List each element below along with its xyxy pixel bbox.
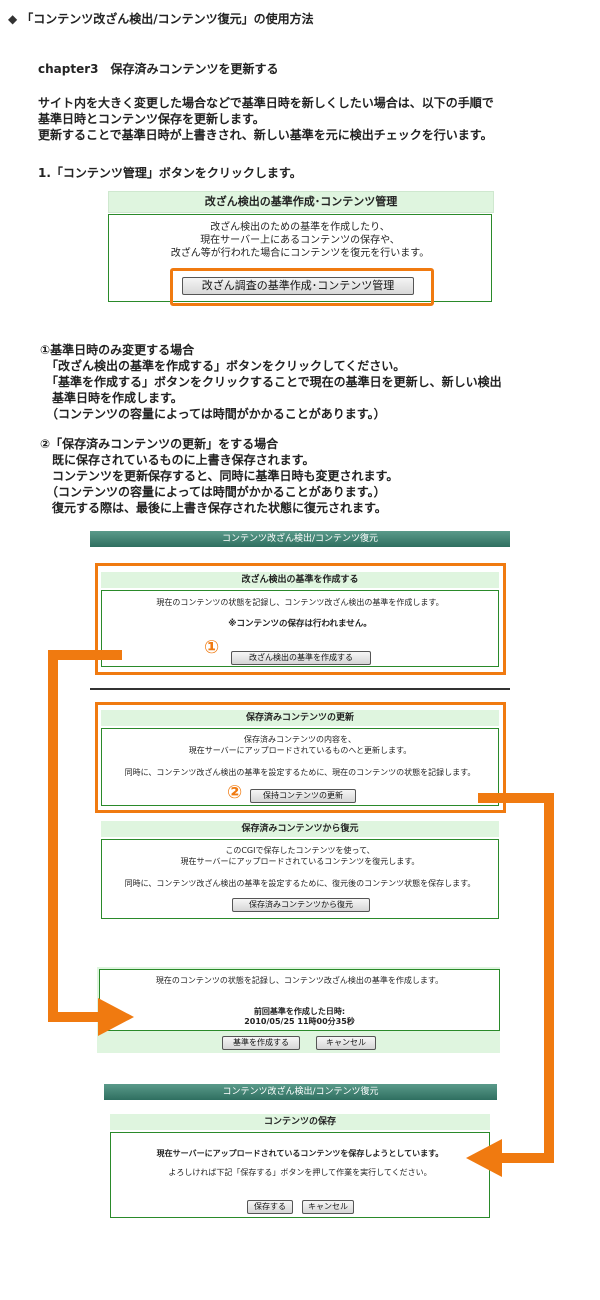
save-content-instruction: よろしければ下記「保存する」ボタンを押して作業を実行してください。 <box>168 1168 432 1177</box>
cancel-button[interactable]: キャンセル <box>316 1036 376 1050</box>
option1-line: 基準日時を作成します。 <box>40 391 183 405</box>
page-title-text: 「コンテンツ改ざん検出/コンテンツ復元」の使用方法 <box>21 12 314 26</box>
option1-text: ①基準日時のみ変更する場合 「改ざん検出の基準を作成する」ボタンをクリックしてく… <box>40 342 502 422</box>
save-content-box: 現在サーバーにアップロードされているコンテンツを保存しようとしています。 よろし… <box>110 1132 490 1218</box>
arrow-right-icon <box>98 998 134 1036</box>
intro-text: サイト内を大きく変更した場合などで基準日時を新しくしたい場合は、以下の手順で 基… <box>38 95 494 143</box>
option1-line: ①基準日時のみ変更する場合 <box>40 343 195 357</box>
no-save-note: ※コンテンツの保存は行われません。 <box>228 619 372 629</box>
option2-line: 既に保存されているものに上書き保存されます。 <box>40 453 315 467</box>
create-baseline-confirm-box: 現在のコンテンツの状態を記録し、コンテンツ改ざん検出の基準を作成します。 前回基… <box>99 969 500 1031</box>
description-line: 改ざん等が行われた場合にコンテンツを復元を行います。 <box>170 248 430 259</box>
last-baseline-datetime: 2010/05/25 11時00分35秒 <box>244 1017 355 1026</box>
arrow-segment <box>500 1153 554 1163</box>
page-title: ◆「コンテンツ改ざん検出/コンテンツ復元」の使用方法 <box>8 10 314 27</box>
option2-line: ②「保存済みコンテンツの更新」をする場合 <box>40 437 279 451</box>
option2-line: コンテンツを更新保存すると、同時に基準日時も変更されます。 <box>40 469 399 483</box>
arrow-left-icon <box>466 1139 502 1177</box>
app-title-bar: コンテンツ改ざん検出/コンテンツ復元 <box>90 531 510 547</box>
highlight-frame <box>170 268 434 306</box>
option1-line: 「基準を作成する」ボタンをクリックすることで現在の基準日を更新し、新しい検出 <box>40 375 502 389</box>
content-management-description: 改ざん検出のための基準を作成したり、 現在サーバー上にあるコンテンツの保存や、 … <box>109 221 491 260</box>
last-baseline-label: 前回基準を作成した日時: <box>253 1007 346 1016</box>
description-line: 現在サーバーにアップロードされているものへと更新します。 <box>188 746 412 755</box>
create-baseline-description: 現在のコンテンツの状態を記録し、コンテンツ改ざん検出の基準を作成します。 <box>156 598 444 607</box>
update-saved-description: 保存済みコンテンツの内容を、 現在サーバーにアップロードされているものへと更新し… <box>102 734 498 756</box>
restore-saved-header: 保存済みコンテンツから復元 <box>101 821 499 837</box>
option1-line: （コンテンツの容量によっては時間がかかることがあります。） <box>40 407 386 421</box>
create-baseline-button[interactable]: 改ざん検出の基準を作成する <box>231 651 371 665</box>
content-management-header: 改ざん検出の基準作成･コンテンツ管理 <box>108 191 494 213</box>
description-line: 現在サーバーにアップロードされているコンテンツを復元します。 <box>180 857 420 866</box>
arrow-segment <box>478 793 554 803</box>
update-saved-note: 同時に、コンテンツ改ざん検出の基準を設定するために、現在のコンテンツの状態を記録… <box>124 768 476 777</box>
confirm-description: 現在のコンテンツの状態を記録し、コンテンツ改ざん検出の基準を作成します。 <box>155 976 444 985</box>
create-baseline-header: 改ざん検出の基準を作成する <box>101 572 499 588</box>
restore-saved-description: このCGIで保存したコンテンツを使って、 現在サーバーにアップロードされているコ… <box>102 845 498 867</box>
description-line: 保存済みコンテンツの内容を、 <box>244 735 356 744</box>
arrow-segment <box>48 650 58 1022</box>
intro-line: サイト内を大きく変更した場合などで基準日時を新しくしたい場合は、以下の手順で <box>38 96 494 110</box>
option2-line: （コンテンツの容量によっては時間がかかることがあります。） <box>40 485 386 499</box>
update-saved-button[interactable]: 保持コンテンツの更新 <box>250 789 356 803</box>
cancel-button[interactable]: キャンセル <box>302 1200 354 1214</box>
restore-saved-note: 同時に、コンテンツ改ざん検出の基準を設定するために、復元後のコンテンツ状態を保存… <box>124 879 476 888</box>
highlight-frame <box>95 702 506 813</box>
save-content-header: コンテンツの保存 <box>110 1114 490 1130</box>
save-content-description: 現在サーバーにアップロードされているコンテンツを保存しようとしています。 <box>156 1149 444 1158</box>
content-management-button[interactable]: 改ざん調査の基準作成･コンテンツ管理 <box>182 277 414 295</box>
step-marker-2: ② <box>227 782 243 803</box>
option2-text: ②「保存済みコンテンツの更新」をする場合 既に保存されているものに上書き保存され… <box>40 436 398 516</box>
option2-line: 復元する際は、最後に上書き保存された状態に復元されます。 <box>40 501 387 515</box>
option1-line: 「改ざん検出の基準を作成する」ボタンをクリックしてください。 <box>40 359 406 373</box>
arrow-segment <box>544 793 554 1163</box>
step-marker-1: ① <box>204 637 220 658</box>
arrow-segment <box>48 1012 108 1022</box>
step1-heading: 1.「コンテンツ管理」ボタンをクリックします。 <box>38 166 302 180</box>
create-baseline-ok-button[interactable]: 基準を作成する <box>222 1036 300 1050</box>
highlight-frame <box>95 563 506 675</box>
app-title-bar: コンテンツ改ざん検出/コンテンツ復元 <box>104 1084 497 1100</box>
update-saved-header: 保存済みコンテンツの更新 <box>101 710 499 726</box>
intro-line: 基準日時とコンテンツ保存を更新します。 <box>38 112 265 126</box>
chapter-heading: chapter3 保存済みコンテンツを更新する <box>38 62 279 76</box>
divider <box>90 688 510 690</box>
description-line: 改ざん検出のための基準を作成したり、 <box>210 222 390 233</box>
description-line: このCGIで保存したコンテンツを使って、 <box>225 846 375 855</box>
restore-saved-button[interactable]: 保存済みコンテンツから復元 <box>232 898 370 912</box>
save-button[interactable]: 保存する <box>247 1200 293 1214</box>
description-line: 現在サーバー上にあるコンテンツの保存や、 <box>200 235 400 246</box>
arrow-segment <box>48 650 122 660</box>
intro-line: 更新することで基準日時が上書きされ、新しい基準を元に検出チェックを行います。 <box>38 128 493 142</box>
diamond-bullet-icon: ◆ <box>8 12 18 26</box>
